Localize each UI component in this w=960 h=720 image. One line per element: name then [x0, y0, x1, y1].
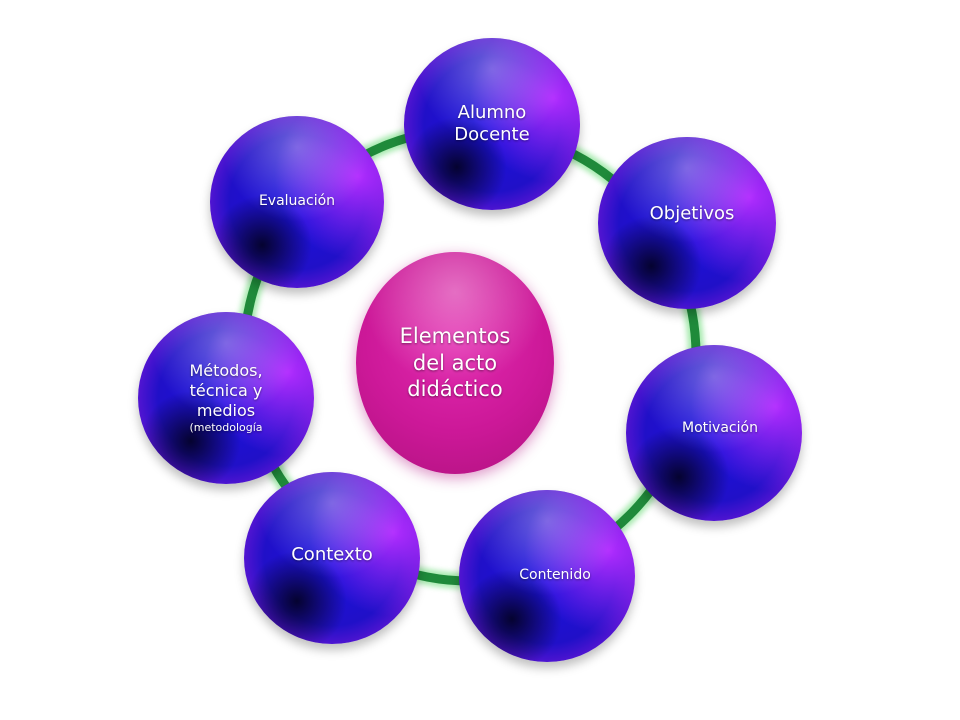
node-label: Contexto: [291, 544, 373, 566]
center-label-line: didáctico: [407, 377, 503, 402]
node-label-line: Métodos,: [189, 361, 263, 381]
node-metodos: Métodos, técnica y medios (metodología: [138, 312, 314, 484]
node-label-line: medios: [196, 401, 256, 421]
node-contenido: Contenido: [459, 490, 635, 662]
node-label-line: técnica y: [189, 381, 263, 401]
node-label-line: (metodología: [189, 421, 263, 435]
node-objetivos: Objetivos: [598, 137, 776, 309]
node-label: Contenido: [519, 566, 591, 583]
node-evaluacion: Evaluación: [210, 116, 384, 288]
node-label: Motivación: [682, 419, 758, 436]
node-label-line: Docente: [454, 124, 530, 145]
center-label-line: del acto: [412, 350, 498, 375]
node-label-line: Alumno: [457, 102, 527, 124]
node-alumno-docente: Alumno Docente: [404, 38, 580, 210]
node-motivacion: Motivación: [626, 345, 802, 521]
center-node: Elementos del acto didáctico: [356, 252, 554, 474]
node-label: Evaluación: [258, 192, 336, 209]
node-label: Objetivos: [649, 203, 735, 225]
center-label-line: Elementos: [399, 323, 511, 348]
node-contexto: Contexto: [244, 472, 420, 644]
